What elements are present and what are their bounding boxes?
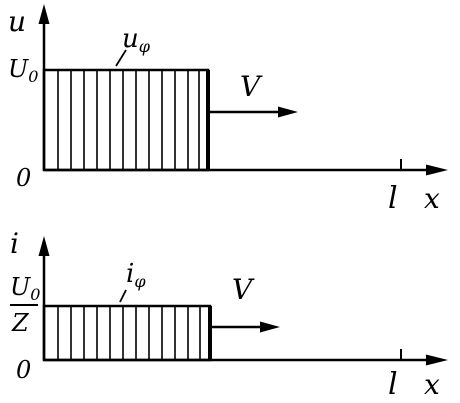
top-length-label: l: [388, 181, 398, 216]
top-wave-label-leader: [115, 49, 127, 67]
top-x-axis-label: x: [424, 182, 440, 215]
bottom-level-denominator: Z: [11, 309, 30, 337]
top-velocity-label: V: [240, 70, 263, 103]
bottom-wave-hatching: [57, 306, 201, 360]
top-y-axis-label: u: [8, 5, 26, 38]
bottom-y-axis-arrow: [38, 236, 50, 256]
top-level-label: U0: [8, 55, 38, 86]
top-diagram: u U0 0 uφ V l x: [8, 4, 448, 216]
top-wave-hatching: [57, 70, 200, 170]
top-wave-rect: [42, 68, 210, 172]
bottom-velocity-label: V: [232, 273, 255, 306]
bottom-x-axis-arrow: [426, 354, 448, 366]
bottom-x-axis-label: x: [424, 368, 440, 401]
top-velocity-arrow-head: [278, 106, 298, 118]
top-x-axis-arrow: [426, 164, 448, 176]
top-wave-label: uφ: [122, 24, 151, 56]
bottom-y-axis-label: i: [10, 227, 19, 260]
top-y-axis-arrow: [38, 4, 50, 24]
bottom-length-label: l: [388, 367, 398, 402]
bottom-wave-label-leader: [119, 289, 127, 303]
bottom-velocity-arrow-head: [260, 321, 280, 333]
bottom-wave-label: iφ: [126, 259, 146, 291]
bottom-wave-rect: [42, 304, 212, 362]
bottom-origin-label: 0: [16, 356, 31, 384]
top-origin-label: 0: [16, 164, 31, 192]
bottom-level-numerator: U0: [10, 273, 40, 304]
bottom-diagram: i U0 Z 0 iφ V l x: [10, 227, 448, 402]
